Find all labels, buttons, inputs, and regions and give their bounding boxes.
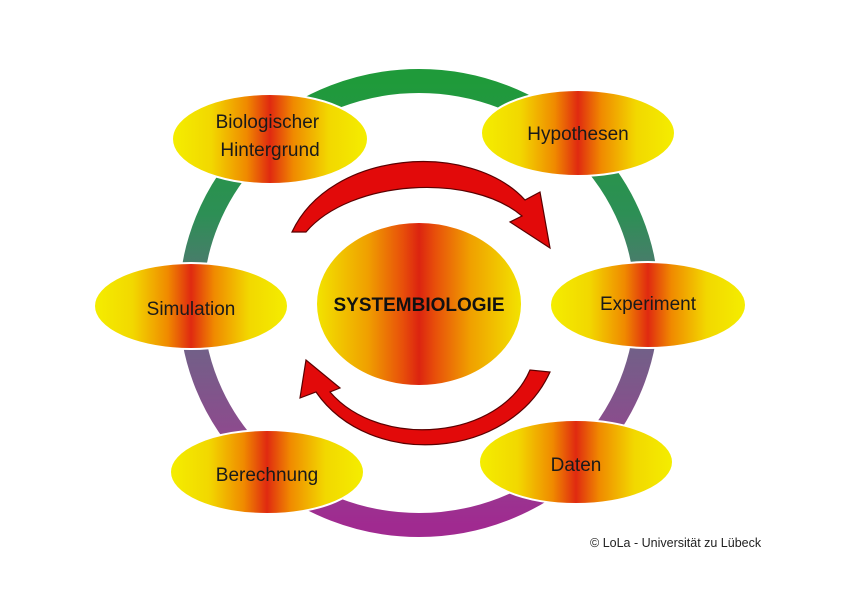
node-daten: Daten [478, 419, 674, 505]
copyright-notice: © LoLa - Universität zu Lübeck [590, 536, 761, 550]
node-label: Experiment [600, 294, 697, 315]
node-berechnung: Berechnung [169, 429, 365, 515]
node-experiment: Experiment [549, 261, 747, 349]
node-label: Berechnung [216, 465, 318, 486]
node-biologischer-hintergrund: Biologischer Hintergrund [171, 93, 369, 185]
node-simulation: Simulation [93, 262, 289, 350]
center-label: SYSTEMBIOLOGIE [333, 295, 504, 316]
node-label: Daten [551, 455, 602, 476]
node-label-line: Hintergrund [220, 140, 319, 161]
copyright-text: LoLa - Universität zu Lübeck [602, 536, 762, 550]
node-hypothesen: Hypothesen [480, 89, 676, 177]
node-label: Hypothesen [527, 124, 628, 145]
top-cycle-arrow [291, 161, 551, 250]
bottom-cycle-arrow [299, 358, 551, 446]
svg-text:Biologischer Hintergru: Biologischer Hintergrund [216, 112, 325, 161]
copyright-symbol: © [590, 536, 600, 550]
center-node: SYSTEMBIOLOGIE [315, 221, 523, 387]
node-label-line: Biologischer [216, 112, 320, 133]
node-label: Simulation [147, 299, 236, 320]
